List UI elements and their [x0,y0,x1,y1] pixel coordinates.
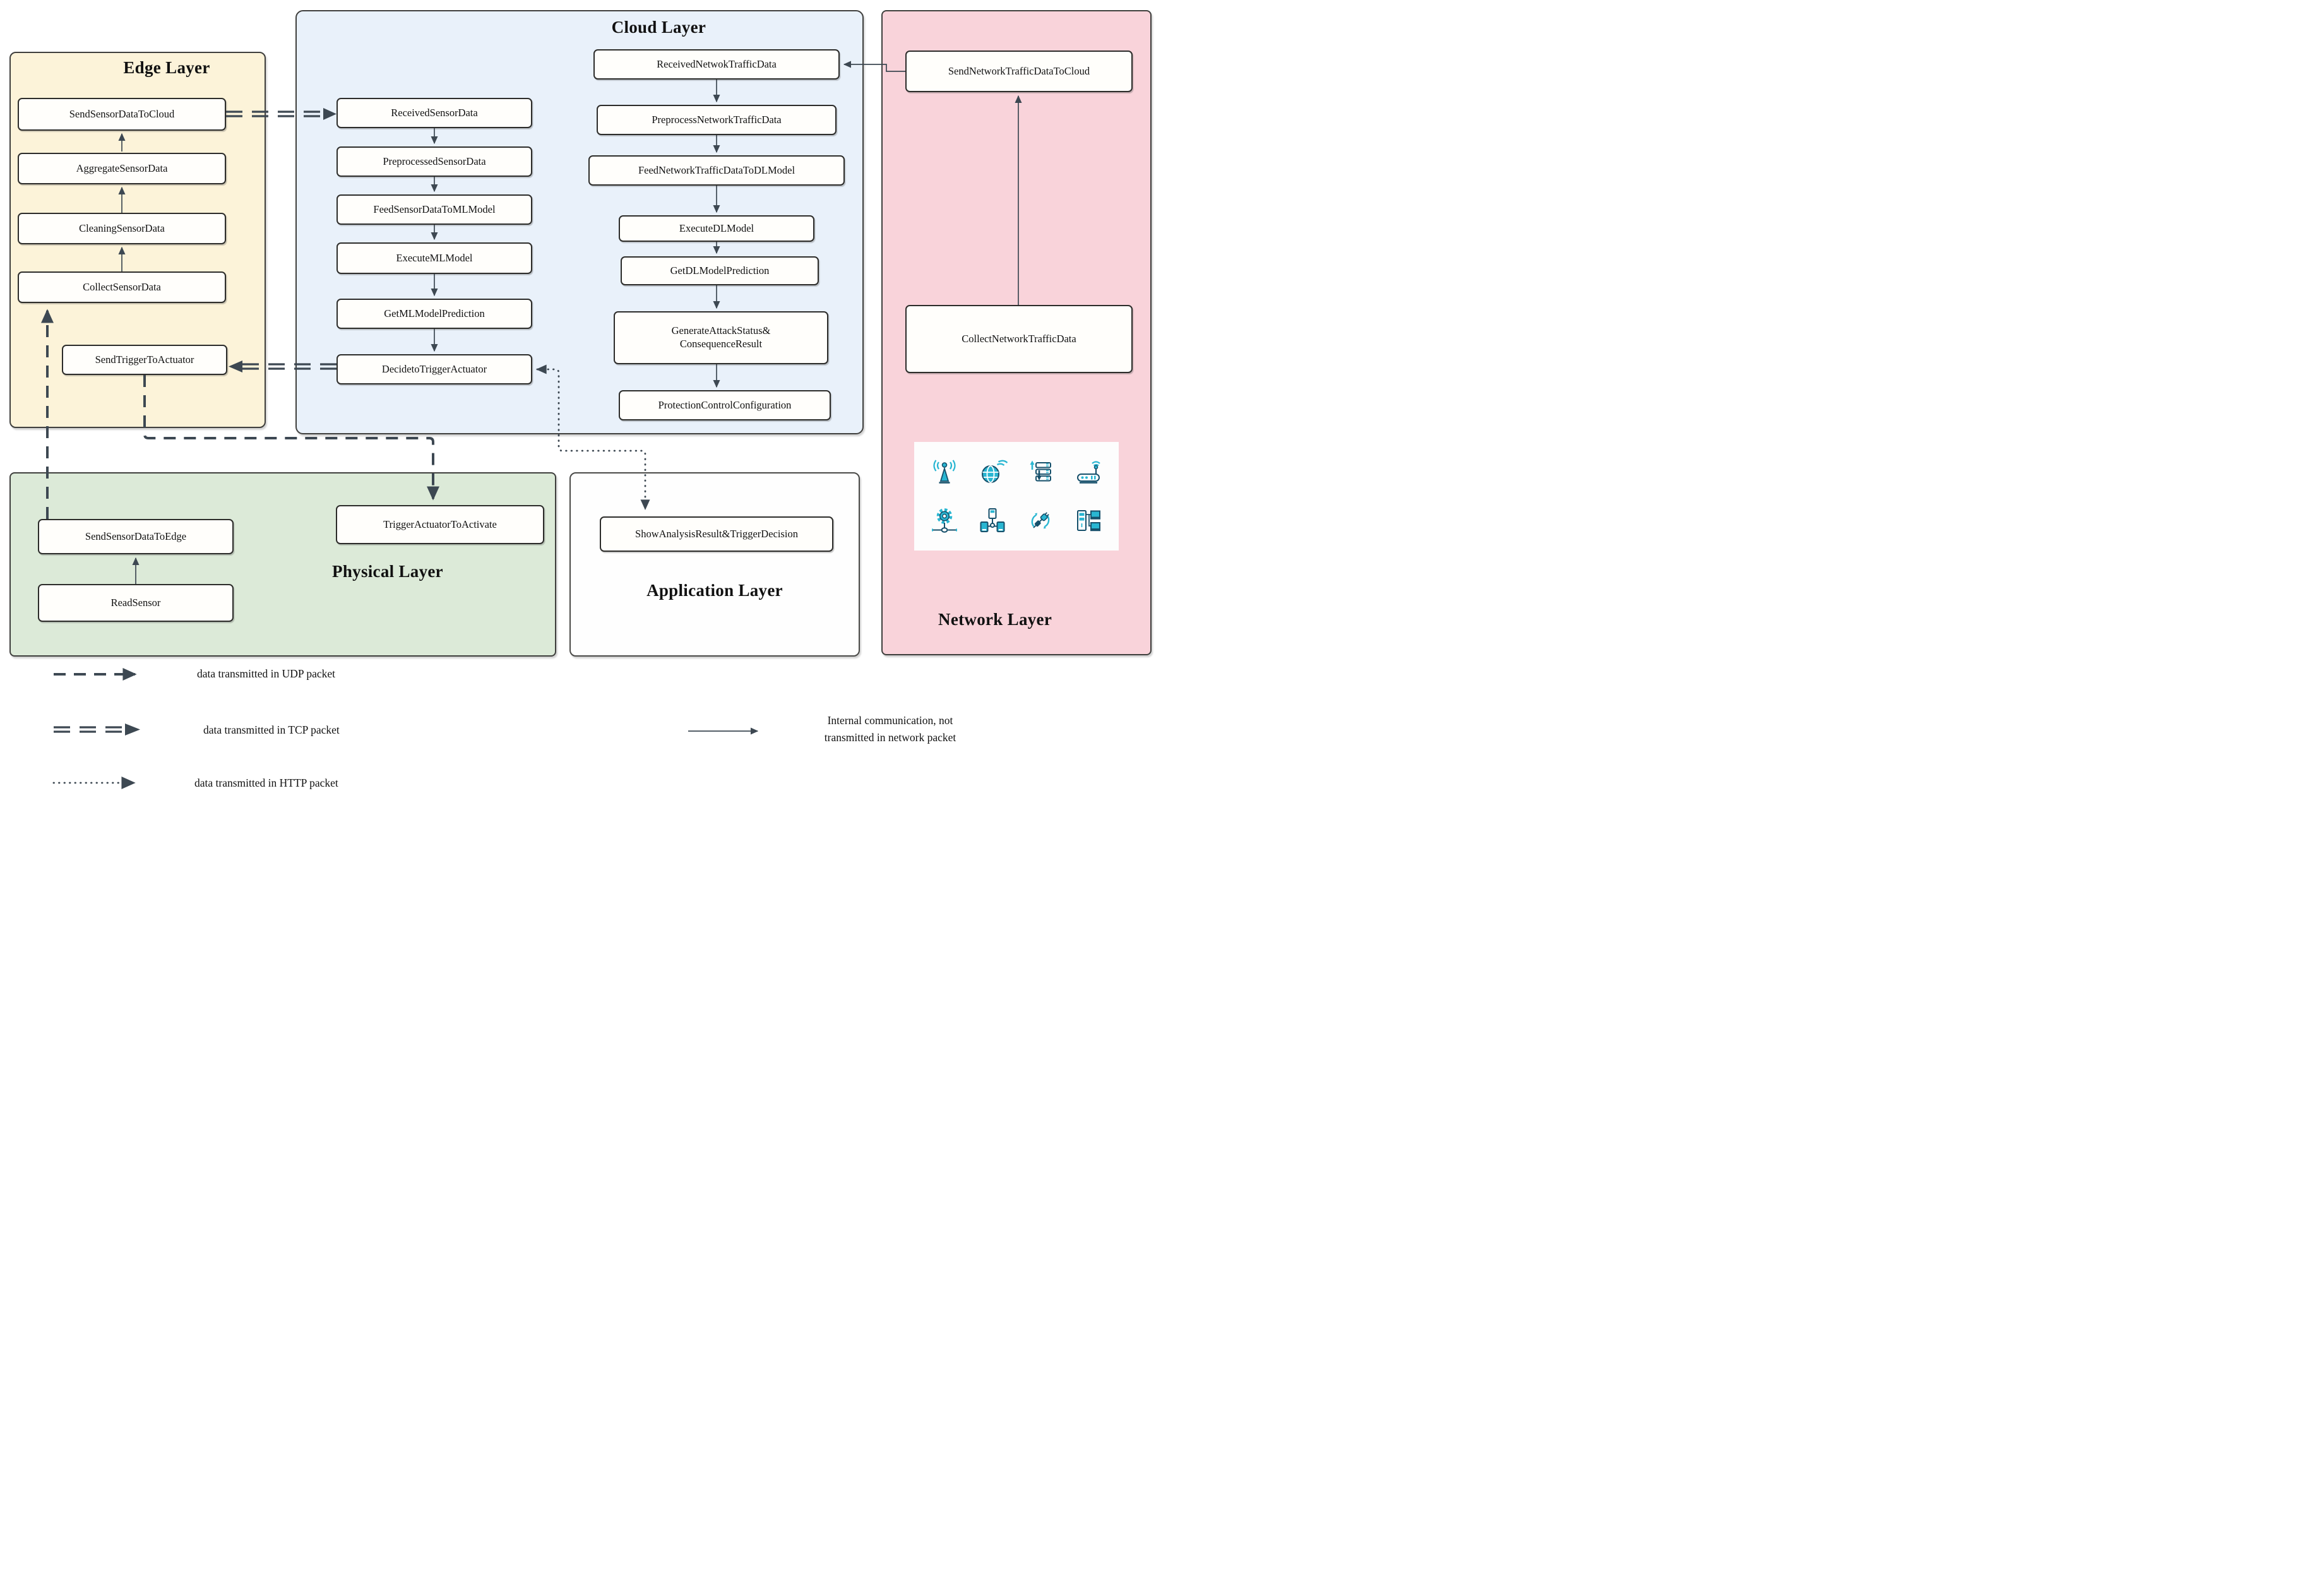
node-collect-network-traffic-data: CollectNetworkTrafficData [905,305,1133,373]
node-feed-sensor-data-to-ml-model: FeedSensorDataToMLModel [337,194,532,225]
node-execute-ml-model: ExecuteMLModel [337,242,532,274]
node-protection-control-configuration: ProtectionControlConfiguration [619,390,831,420]
node-trigger-actuator-to-activate: TriggerActuatorToActivate [336,505,544,544]
node-decide-to-trigger-actuator: DecidetoTriggerActuator [337,354,532,384]
server-workstations-icon [1072,504,1105,537]
node-collect-sensor-data: CollectSensorData [18,271,226,303]
physical-layer-title: Physical Layer [332,562,443,581]
node-send-trigger-to-actuator: SendTriggerToActuator [62,345,227,375]
server-data-transfer-icon [1024,455,1057,488]
wifi-router-icon [1072,455,1105,488]
network-device-icon-panel [914,442,1119,551]
node-received-sensor-data: ReceivedSensorData [337,98,532,128]
node-received-netwok-traffic-data: ReceivedNetwokTrafficData [593,49,840,80]
node-generate-attack-status-consequence-result: GenerateAttackStatus& ConsequenceResult [614,311,828,364]
node-cleaning-sensor-data: CleaningSensorData [18,213,226,244]
node-preprocessed-sensor-data: PreprocessedSensorData [337,146,532,177]
application-layer-container: Application Layer [569,472,860,657]
node-read-sensor: ReadSensor [38,584,234,622]
plug-sync-icon [1024,504,1057,537]
legend-tcp-arrowhead [125,724,140,735]
application-layer-title: Application Layer [646,581,783,600]
signal-tower-icon [928,455,961,488]
network-topology-icon [976,504,1009,537]
node-feed-network-traffic-data-to-dl-model: FeedNetworkTrafficDataToDLModel [588,155,845,186]
network-layer-title: Network Layer [938,610,1052,629]
legend-http-label: data transmitted in HTTP packet [194,777,338,789]
node-get-ml-model-prediction: GetMLModelPrediction [337,299,532,329]
node-send-sensor-data-to-cloud: SendSensorDataToCloud [18,98,226,131]
physical-layer-container: Physical Layer [9,472,556,657]
node-get-dl-model-prediction: GetDLModelPrediction [621,256,819,285]
node-send-sensor-data-to-edge: SendSensorDataToEdge [38,519,234,554]
cloud-layer-title: Cloud Layer [611,18,706,37]
legend-internal-label: Internal communication, not transmitted … [824,714,956,744]
legend-tcp-label: data transmitted in TCP packet [203,724,340,736]
node-send-network-traffic-data-to-cloud: SendNetworkTrafficDataToCloud [905,51,1133,92]
globe-wifi-icon [976,455,1009,488]
iot-architecture-diagram: Edge Layer Cloud Layer Network Layer Phy… [0,0,1158,798]
node-execute-dl-model: ExecuteDLModel [619,215,814,242]
node-aggregate-sensor-data: AggregateSensorData [18,153,226,184]
node-show-analysis-result-trigger-decision: ShowAnalysisResult&TriggerDecision [600,516,833,552]
node-preprocess-network-traffic-data: PreprocessNetworkTrafficData [597,105,837,135]
gear-network-icon [928,504,961,537]
edge-layer-title: Edge Layer [123,58,210,77]
legend-udp-label: data transmitted in UDP packet [197,667,336,680]
